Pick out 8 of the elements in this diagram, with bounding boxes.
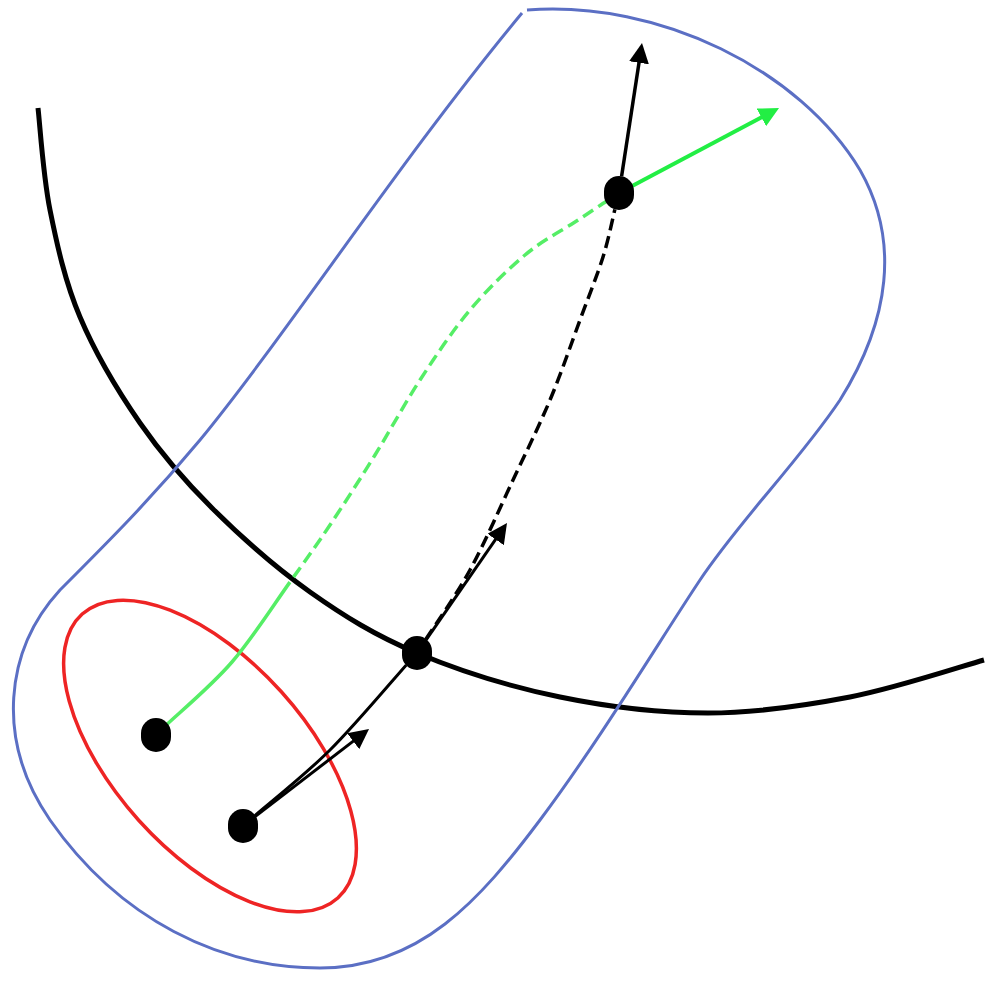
line [253, 663, 408, 817]
ellipse-outline [61, 597, 359, 915]
arrow [425, 523, 507, 641]
dashed-line [424, 209, 617, 641]
arrow [254, 729, 370, 818]
arrow [631, 108, 780, 188]
arrow [619, 43, 649, 177]
curved-line [166, 200, 607, 726]
